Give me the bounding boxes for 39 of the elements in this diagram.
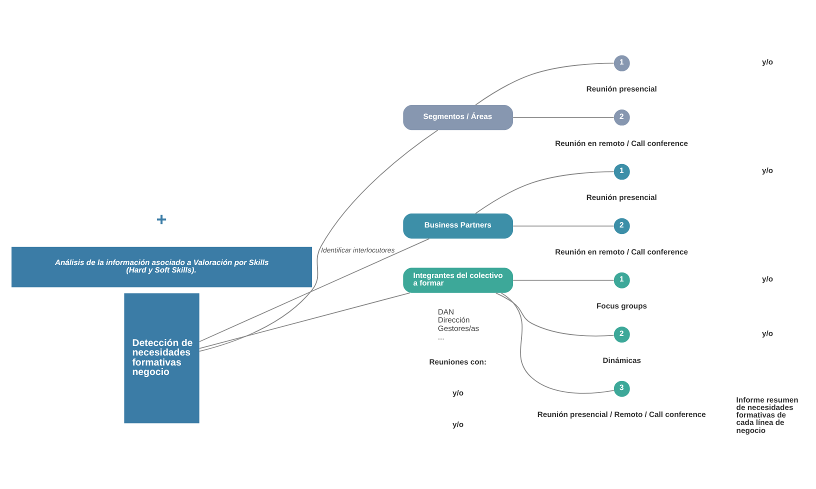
label: y/o [762,274,774,284]
label: y/o [762,328,774,338]
node-box: Análisis de la información asociado a Valoración por Skills (Hard y Soft Skills). [12,246,312,288]
node-box: Segmentos / Áreas [403,105,514,130]
node-label: Reunión en remoto / Call conference [555,247,688,256]
node-circle: 2 [614,110,630,126]
label: y/o [452,420,464,429]
node-box: Business Partners [403,214,514,239]
node-label: Focus groups [596,302,648,311]
node-label: DAN Dirección Gestores/as ... [438,307,480,342]
node-circle: 2 [614,326,630,343]
label: y/o [762,166,774,176]
connector [475,171,614,214]
node-circle: 2 [614,218,630,234]
connector [495,292,614,336]
label: y/o [762,58,774,67]
node-label: Reunión presencial [586,193,657,202]
connector [512,117,614,118]
node-box: Integrantes del colectivo a formar [403,268,514,293]
label: Informe resumen de necesidades formativas de cada línea de negocio [736,395,798,435]
node-label: Reunión presencial [586,84,657,94]
connector [199,238,430,342]
node-label: Dinámicas [602,356,641,365]
label: + [156,210,167,230]
node-label: Reunión en remoto / Call conference [555,138,688,148]
connector [198,130,438,352]
node-circle: 1 [614,272,630,288]
node-label: Reunión presencial / Remoto / Call conference [537,410,706,420]
node-box: Detección de necesidades formativas negocio [124,293,200,424]
node-circle: 1 [614,55,630,72]
node-circle: 1 [614,164,630,180]
connector [199,292,410,349]
connector [512,280,614,281]
connector [512,226,614,227]
node-circle: 3 [614,380,630,397]
label: y/o [452,388,464,398]
label: Reuniones con: [429,357,487,366]
connector [475,62,614,106]
connector [500,292,614,394]
